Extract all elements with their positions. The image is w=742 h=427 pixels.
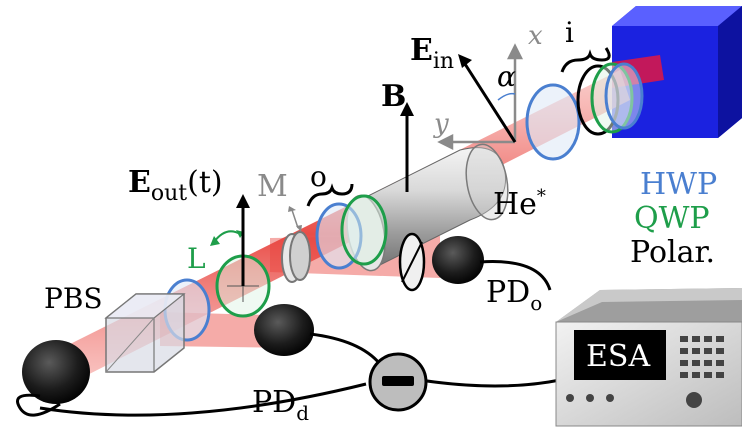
e-in-arrow (458, 54, 517, 143)
brace-o (306, 183, 354, 207)
pd-o-label: PDo (486, 275, 542, 315)
brace-i (560, 47, 611, 73)
input-optics (525, 62, 644, 161)
photodetector-o (432, 236, 484, 284)
b-field-label: B (381, 79, 406, 114)
photodetector-main (22, 340, 90, 404)
legend-qwp: QWP (634, 201, 710, 236)
esa-label: ESA (586, 339, 650, 374)
x-axis-label: x (528, 21, 543, 51)
axes (437, 43, 524, 151)
esa-instrument (555, 288, 742, 427)
subtractor (368, 352, 428, 412)
helium-label: He* (493, 186, 546, 222)
output-group-label: o (310, 160, 327, 193)
b-field-arrow (400, 102, 414, 192)
photodetector-d (254, 304, 314, 356)
mirror (281, 206, 311, 283)
pbs-cube (104, 293, 186, 373)
input-group-label: i (565, 16, 574, 49)
alpha-label: α (497, 60, 516, 93)
output-optics (315, 194, 388, 270)
polarizer-o (398, 232, 426, 292)
pbs-label: PBS (44, 282, 103, 315)
pd-d-label: PDd (252, 385, 309, 425)
legend-polarizer: Polar. (630, 235, 715, 270)
mirror-label: M (257, 169, 288, 204)
e-out-arrow (236, 194, 250, 286)
e-out-label: Eout(t) (128, 165, 223, 206)
legend: HWP QWP Polar. (630, 167, 717, 270)
y-axis-label: y (433, 109, 449, 139)
legend-hwp: HWP (640, 167, 717, 202)
e-in-label: Ein (410, 33, 454, 74)
lens-label: L (187, 242, 206, 275)
